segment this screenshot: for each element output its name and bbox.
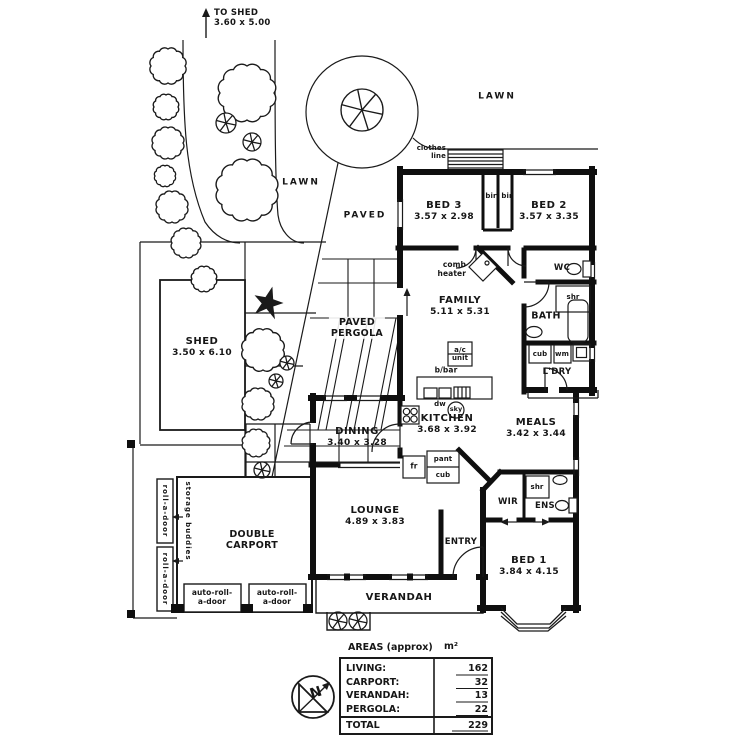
shr-ens-label: shr: [530, 482, 544, 491]
spiky-plant-icon: [254, 286, 284, 320]
areas-row-value: 13: [474, 690, 488, 701]
bathtub-icon: [567, 299, 589, 343]
fixtures: [400, 252, 592, 514]
areas-table-lines: [339, 657, 493, 735]
sky-label: sky: [449, 405, 463, 414]
laundry-step: [527, 390, 599, 399]
north-compass-icon: [291, 675, 335, 719]
pant-label: pant: [433, 454, 453, 463]
paved-label: PAVED: [343, 210, 387, 221]
shower-box: [555, 285, 591, 313]
room-label-ldry: L'DRY: [542, 366, 572, 377]
areas-table-title: AREAS (approx): [348, 642, 433, 653]
room-label-wc: WC: [553, 262, 571, 273]
roll-a-door-label-1: roll-a-door: [161, 484, 169, 538]
clothes-line-icon: [447, 149, 504, 172]
ens-shower-box: [525, 475, 550, 499]
ens-toilet-icon: [554, 497, 578, 514]
areas-total-value: 229: [468, 720, 488, 731]
auto-roll-a-door-label-2: auto-roll-a-door: [256, 588, 298, 606]
bbar-label: b/bar: [434, 365, 458, 375]
robe-walls: [481, 172, 526, 518]
laundry-trough-icon: [572, 343, 591, 362]
areas-table-unit: m²: [444, 641, 459, 652]
direction-arrows: [403, 288, 550, 526]
fridge-box: [402, 455, 426, 479]
room-label-bath: BATH: [531, 310, 561, 322]
bir-label-1: bir: [485, 191, 497, 200]
bir-label-2: bir: [501, 191, 513, 200]
roll-a-door-label-2: roll-a-door: [161, 552, 169, 606]
areas-row-value: 32: [474, 676, 488, 688]
areas-total-label: TOTAL: [346, 720, 380, 731]
cub-kitchen-label: cub: [435, 470, 451, 479]
areas-row-label: CARPORT:: [346, 676, 400, 688]
lawn-right-label: LAWN: [478, 91, 516, 102]
auto-roll-a-door-label-1: auto-roll-a-door: [191, 588, 233, 606]
cooktop-icon: [400, 405, 420, 425]
verandah-label: VERANDAH: [365, 592, 433, 604]
door-arcs: [290, 247, 568, 578]
bay-window: [500, 607, 567, 632]
room-label-entry: ENTRY: [444, 536, 478, 547]
room-label-wir: WIR: [498, 496, 518, 507]
laundry-cupboard: [528, 344, 552, 364]
lawn-left-label: LAWN: [282, 177, 320, 188]
fr-label: fr: [410, 461, 418, 471]
room-label-ens: ENS: [535, 500, 555, 511]
window-mullion: [407, 573, 413, 581]
cub-bath-label: cub: [532, 349, 548, 358]
skylight-icon: [447, 401, 465, 419]
bath-basin-icon: [525, 325, 543, 339]
to-shed-arrow-icon: [202, 8, 210, 38]
washing-machine-icon: [553, 344, 572, 364]
areas-row-label: LIVING:: [346, 663, 387, 674]
storage-buddies-label: storage buddies: [184, 481, 192, 561]
interior-walls: [308, 244, 597, 580]
ens-basin-icon: [552, 474, 568, 486]
areas-row-value: 22: [474, 703, 488, 715]
kitchen-bench: [416, 376, 493, 400]
areas-row-label: VERANDAH:: [346, 690, 410, 701]
window-mullion: [344, 573, 350, 581]
areas-row-label: PERGOLA:: [346, 703, 401, 715]
comb-heater-icon: [468, 252, 498, 282]
pergola-grid: [281, 258, 401, 463]
areas-row-value: 162: [468, 663, 488, 674]
shr-bath-label: shr: [566, 292, 580, 301]
dw-label: dw: [434, 399, 446, 408]
wm-label: wm: [555, 349, 569, 358]
wc-toilet-icon: [566, 260, 592, 278]
